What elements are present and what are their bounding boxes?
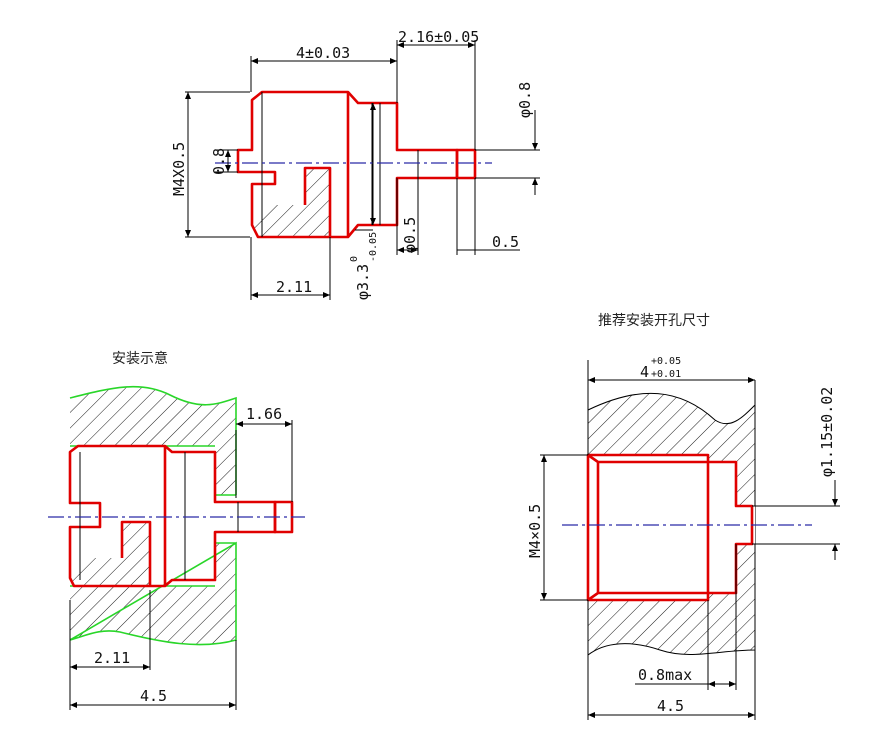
dim-bore: 0.8 [210, 148, 228, 175]
dim-body-tol-upper: 0 [349, 256, 360, 262]
top-part-slot [303, 166, 332, 237]
install-pin-head [273, 500, 294, 534]
hole-dim-width-tol-lower: +0.01 [651, 369, 681, 380]
hole-dim-width: 4 [640, 363, 649, 381]
dim-body-dia: φ3.3 [354, 264, 372, 300]
install-dim-thread-len: 2.11 [94, 649, 130, 667]
dim-pin-dia: φ0.8 [516, 82, 534, 118]
hole-title: 推荐安装开孔尺寸 [598, 313, 710, 329]
dim-tip: 0.5 [492, 233, 519, 251]
dim-tip-length: 2.16±0.05 [398, 28, 479, 46]
top-pin-head [455, 148, 477, 180]
top-section-hatch [252, 168, 330, 237]
top-view: 4±0.03 2.16±0.05 M4X0.5 0.8 φ0.8 φ0.5 0.… [170, 28, 540, 300]
install-dim-total: 4.5 [140, 687, 167, 705]
hole-dim-thread: M4×0.5 [526, 504, 544, 558]
hole-dim-max: 0.8max [638, 666, 692, 684]
hole-dim-pin-hole: φ1.15±0.02 [818, 387, 836, 477]
hole-dim-total: 4.5 [657, 697, 684, 715]
dim-neck: φ0.5 [401, 217, 419, 253]
dim-length: 4±0.03 [296, 44, 350, 62]
install-title: 安装示意 [112, 350, 168, 367]
dim-thread: M4X0.5 [170, 142, 188, 196]
install-view: 安装示意 1.66 2.11 4.5 [48, 350, 305, 710]
install-part-slot [120, 446, 167, 586]
install-part-body [68, 444, 277, 588]
dim-thread-len: 2.11 [276, 278, 312, 296]
hole-dim-width-tol-upper: +0.05 [651, 356, 681, 367]
hole-view: 推荐安装开孔尺寸 4 +0.05 +0.01 φ1.15±0.02 M4×0.5… [526, 313, 840, 720]
install-dim-protrusion: 1.66 [246, 405, 282, 423]
dim-body-tol-lower: -0.05 [368, 232, 379, 262]
